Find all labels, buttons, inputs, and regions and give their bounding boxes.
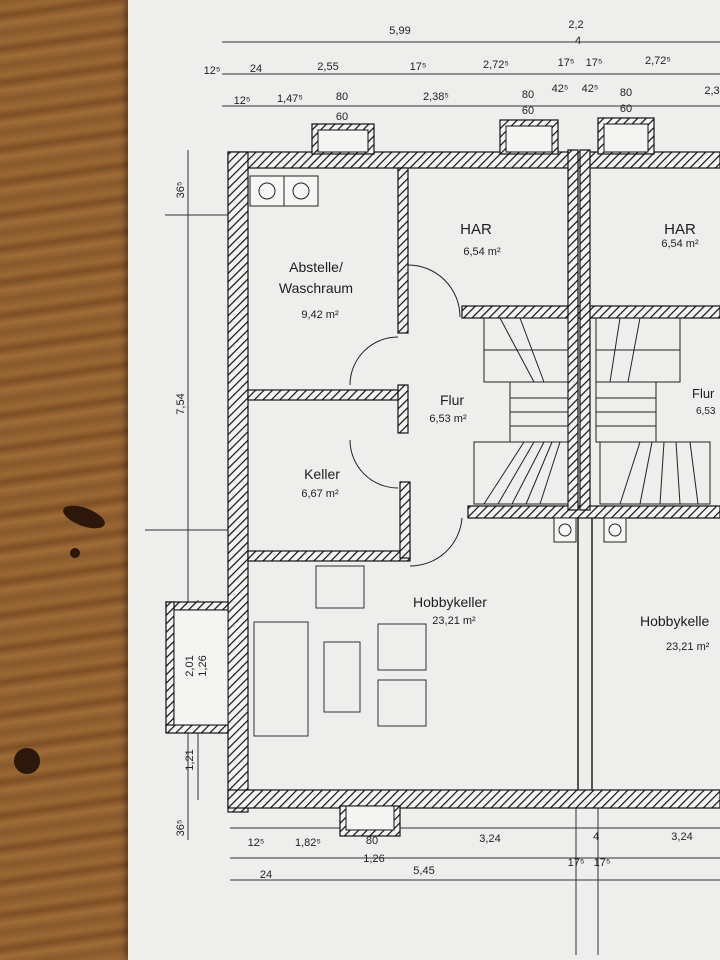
dim-top: 60: [620, 103, 632, 115]
dim-left: 36⁵: [175, 820, 187, 837]
room-abstelle-name-1: Abstelle/: [289, 259, 343, 275]
room-flur-right-area: 6,53: [696, 406, 716, 417]
room-flur-left-name: Flur: [440, 392, 464, 408]
dim-top: 2,3: [704, 85, 719, 97]
dim-bottom: 17⁵: [594, 857, 611, 869]
dim-bottom: 12⁵: [248, 837, 265, 849]
wall-inner: [247, 389, 399, 401]
dim-top: 17⁵: [558, 57, 575, 69]
party-wall: [567, 149, 579, 511]
room-flur-right-name: Flur: [692, 386, 715, 401]
dim-top: 17⁵: [586, 57, 603, 69]
dim-top: 60: [336, 111, 348, 123]
wood-knot: [14, 748, 40, 774]
dim-top: 60: [522, 105, 534, 117]
dim-top: 2,72⁵: [645, 55, 671, 67]
wooden-table: [0, 0, 140, 960]
wood-knot: [70, 548, 80, 558]
dim-bottom: 3,24: [671, 831, 692, 843]
room-hobby-right-name: Hobbykelle: [640, 613, 709, 629]
dim-bottom: 3,24: [479, 833, 500, 845]
dim-bottom: 80: [366, 835, 378, 847]
dim-left: 7,54: [175, 393, 187, 414]
room-hobby-left-name: Hobbykeller: [413, 594, 487, 610]
room-hobby-left-area: 23,21 m²: [432, 615, 476, 627]
dim-top: 2,38⁵: [423, 91, 449, 103]
party-wall: [579, 149, 591, 511]
dim-top: 1,47⁵: [277, 93, 303, 105]
dim-top: 4: [575, 35, 581, 47]
dim-left: 2,01: [184, 655, 196, 676]
wall-inner: [399, 481, 411, 559]
dim-bottom: 1,82⁵: [295, 837, 321, 849]
wall-inner: [247, 550, 411, 562]
room-har-left-area: 6,54 m²: [463, 246, 501, 258]
dim-top: 80: [620, 87, 632, 99]
dim-left: 1,21: [184, 749, 196, 770]
dim-top: 17⁵: [410, 61, 427, 73]
dim-top: 24: [250, 63, 262, 75]
dim-top: 80: [522, 89, 534, 101]
dim-top: 2,72⁵: [483, 59, 509, 71]
dim-top: 80: [336, 91, 348, 103]
room-hobby-right-area: 23,21 m²: [666, 641, 710, 653]
wall-bottom: [227, 789, 720, 809]
dim-bottom: 17⁵: [568, 857, 585, 869]
light-well-wall: [165, 724, 229, 734]
dim-bottom: 1,26: [363, 853, 384, 865]
dim-top: 2,2: [568, 19, 583, 31]
room-abstelle-area: 9,42 m²: [301, 309, 339, 321]
room-har-left-name: HAR: [460, 221, 492, 238]
room-keller-area: 6,67 m²: [301, 488, 339, 500]
wall-inner: [461, 305, 720, 319]
dim-top: 5,99: [389, 25, 410, 37]
room-abstelle-name-2: Waschraum: [279, 280, 353, 296]
dim-bottom: 4: [593, 831, 599, 843]
room-flur-left-area: 6,53 m²: [429, 413, 467, 425]
light-well-wall: [165, 601, 229, 611]
dim-top: 42⁵: [582, 83, 599, 95]
dim-bottom: 5,45: [413, 865, 434, 877]
dim-top: 12⁵: [234, 95, 251, 107]
room-keller-name: Keller: [304, 466, 340, 482]
wall-inner: [397, 167, 409, 334]
dim-top: 12⁵: [204, 65, 221, 77]
dim-bottom: 24: [260, 869, 272, 881]
room-har-right-area: 6,54 m²: [661, 238, 699, 250]
wall-inner: [467, 505, 720, 519]
wall-left: [227, 151, 249, 813]
dim-top: 2,55: [317, 61, 338, 73]
light-well-wall: [165, 601, 175, 733]
dim-top: 42⁵: [552, 83, 569, 95]
room-har-right-name: HAR: [664, 221, 696, 238]
dim-left: 1,26: [197, 655, 209, 676]
wall-inner: [397, 384, 409, 434]
dim-left: 36⁵: [175, 182, 187, 199]
